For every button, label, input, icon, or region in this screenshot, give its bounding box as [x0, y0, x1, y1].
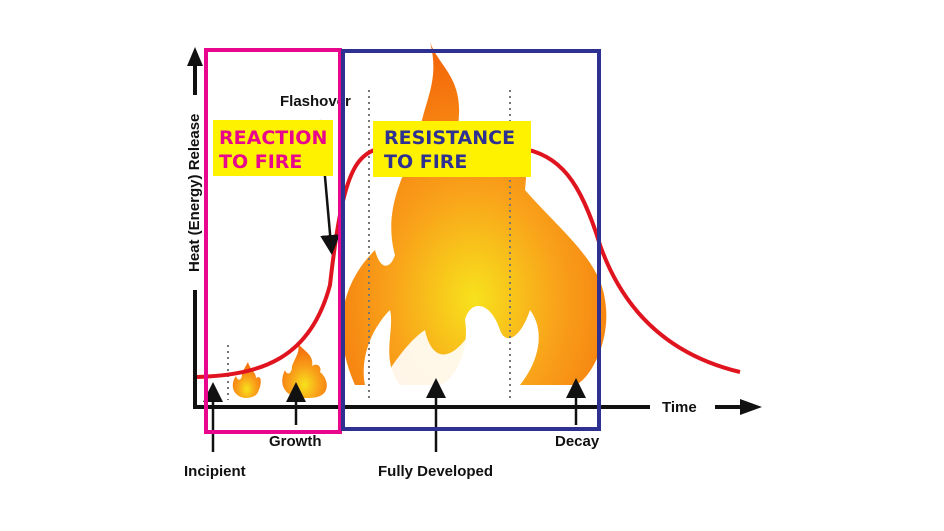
stage-arrows: [203, 378, 586, 452]
stage-growth: Growth: [269, 433, 322, 450]
reaction-to-fire-box: [204, 48, 342, 434]
small-flame-icon: [232, 362, 261, 398]
flashover-label: Flashover: [280, 93, 351, 110]
reaction-line2: TO FIRE: [219, 151, 302, 173]
x-axis-label: Time: [662, 399, 697, 416]
axes: Heat (Energy) Release Time: [186, 47, 762, 416]
large-flame-icon: [341, 42, 607, 385]
y-axis-label: Heat (Energy) Release: [186, 114, 203, 272]
reaction-line1: REACTION: [219, 127, 327, 149]
resistance-line2: TO FIRE: [384, 151, 467, 173]
resistance-to-fire-box: [341, 49, 601, 431]
stage-dividers: [227, 90, 511, 400]
stage-incipient: Incipient: [184, 463, 246, 480]
resistance-line1: RESISTANCE: [384, 127, 515, 149]
reaction-label-bg: [213, 120, 333, 176]
stage-decay: Decay: [555, 433, 600, 450]
resistance-label-bg: [373, 121, 531, 177]
stage-fully-developed: Fully Developed: [378, 463, 493, 480]
